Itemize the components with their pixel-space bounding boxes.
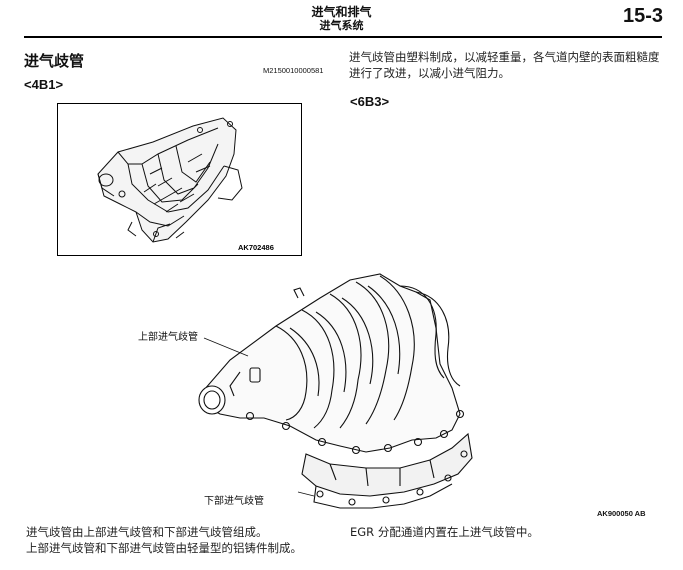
page-number: 15-3 bbox=[622, 5, 663, 27]
section-title: 进气歧管 bbox=[24, 52, 85, 70]
paragraph-manifold-composition: 进气歧管由上部进气歧管和下部进气歧管组成。 上部进气歧管和下部进气歧管由轻量型的… bbox=[26, 524, 326, 556]
header-subtitle: 进气系统 bbox=[319, 19, 364, 32]
header-title: 进气和排气 bbox=[311, 5, 372, 19]
reference-code: M2150010000581 bbox=[263, 66, 324, 75]
engine-code-4b1: <4B1> bbox=[24, 77, 64, 92]
label-upper-manifold: 上部进气歧管 bbox=[138, 332, 198, 343]
figure-code-large: AK900050 AB bbox=[597, 509, 646, 518]
header-rule bbox=[24, 36, 662, 38]
engine-code-6b3: <6B3> bbox=[350, 94, 390, 109]
paragraph-egr: EGR 分配通道内置在上进气歧管中。 bbox=[350, 525, 539, 539]
paragraph-line-material: 上部进气歧管和下部进气歧管由轻量型的铝铸件制成。 bbox=[26, 541, 302, 555]
figure-frame-4b1: AK702486 bbox=[57, 103, 302, 256]
figure-code-small: AK702486 bbox=[238, 243, 274, 252]
label-lower-manifold: 下部进气歧管 bbox=[204, 496, 264, 507]
intake-manifold-plastic-icon: AK702486 bbox=[97, 117, 274, 252]
intake-manifold-aluminum-icon bbox=[198, 273, 473, 509]
paragraph-line-composition: 进气歧管由上部进气歧管和下部进气歧管组成。 bbox=[26, 525, 268, 539]
paragraph-plastic-manifold: 进气歧管由塑料制成，以减轻重量，各气道内壁的表面粗糙度进行了改进，以减小进气阻力… bbox=[349, 50, 660, 80]
